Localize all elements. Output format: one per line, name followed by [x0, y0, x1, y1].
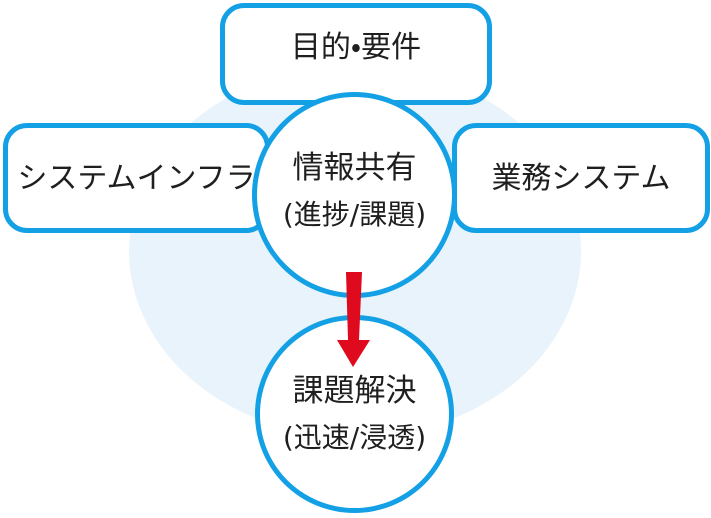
- system-infrastructure-label: システムインフラ: [17, 160, 256, 196]
- node-problem-solving: 課題解決 (迅速/浸透): [255, 315, 454, 513]
- information-sharing-subtitle: (進捗/課題): [282, 198, 427, 232]
- information-sharing-title: 情報共有: [292, 149, 417, 186]
- node-purpose-requirements: 目的・要件: [220, 3, 492, 105]
- node-system-infrastructure: システムインフラ: [3, 123, 270, 233]
- purpose-requirements-label: 目的・要件: [290, 29, 422, 65]
- problem-solving-title: 課題解決: [292, 372, 417, 409]
- business-system-label: 業務システム: [491, 160, 671, 196]
- node-business-system: 業務システム: [452, 123, 710, 233]
- problem-solving-subtitle: (迅速/浸透): [282, 421, 427, 455]
- node-information-sharing: 情報共有 (進捗/課題): [252, 92, 457, 298]
